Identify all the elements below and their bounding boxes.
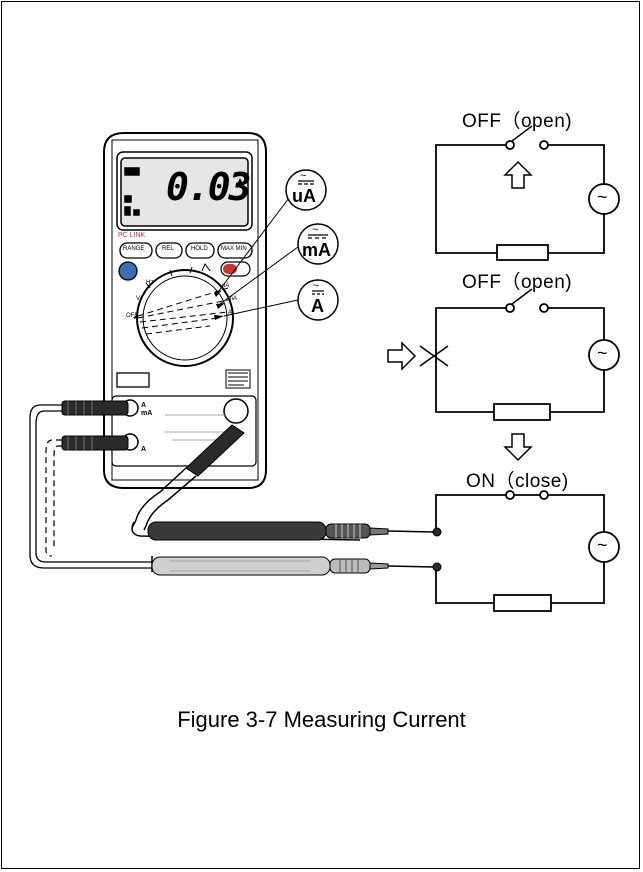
- circuit-top: [435, 125, 620, 261]
- hold-button-label: HOLD: [191, 246, 208, 252]
- multimeter: [103, 132, 267, 489]
- meter-buttons: [118, 242, 253, 281]
- resistor-top: [496, 244, 549, 261]
- test-leads: [29, 400, 435, 576]
- circuit-middle: [387, 288, 620, 462]
- dial-off-label: OFF: [126, 313, 138, 319]
- terminal-com[interactable]: [223, 398, 249, 424]
- source-top-symbol: ~: [597, 187, 608, 207]
- a-callout-label: A: [311, 296, 324, 316]
- arrow-down-icon: [503, 433, 533, 462]
- dial-ma-label: mA: [228, 296, 237, 302]
- ua-callout: [285, 169, 327, 211]
- break-cross-icon: [419, 345, 449, 367]
- ua-callout-tilde: ~: [300, 170, 307, 182]
- lcd-screen: [120, 157, 249, 227]
- arrow-right-icon: [387, 341, 417, 371]
- dial-ua-label: uA: [222, 283, 230, 289]
- source-top: [588, 183, 620, 215]
- max-min-button[interactable]: [217, 242, 253, 259]
- dial-a-label: A: [228, 310, 233, 316]
- terminal-a-label: A: [141, 402, 147, 409]
- pc-link-label: PC LINK: [118, 232, 146, 239]
- a-callout-tilde: ~: [313, 280, 320, 292]
- light-button[interactable]: [118, 261, 138, 281]
- range-button[interactable]: [119, 242, 153, 259]
- rotary-dial[interactable]: [133, 262, 234, 367]
- dial-hz-label: Hz: [146, 280, 154, 286]
- source-middle-symbol: ~: [597, 343, 608, 363]
- source-bottom: [588, 531, 620, 563]
- resistor-bottom: [493, 594, 552, 612]
- hold-button[interactable]: [185, 242, 215, 259]
- resistor-middle: [493, 403, 551, 421]
- ua-callout-label: uA: [292, 186, 316, 206]
- dial-v-label: V: [136, 296, 141, 302]
- circuit-bottom: [432, 490, 620, 612]
- circuit-bottom-state: ON（close): [466, 471, 569, 492]
- source-middle: [588, 339, 620, 371]
- terminal-ma-label: mA: [141, 410, 153, 417]
- ma-callout: [297, 223, 339, 265]
- ma-callout-label: mA: [302, 240, 332, 260]
- source-bottom-symbol: ~: [597, 535, 608, 555]
- circuit-top-state: OFF（open): [462, 111, 573, 132]
- range-button-label: RANGE: [123, 246, 145, 252]
- rel-button-label: REL: [162, 246, 174, 252]
- arrow-up-icon: [503, 160, 533, 189]
- a-callout: [297, 279, 339, 321]
- figure-caption: Figure 3-7 Measuring Current: [177, 707, 466, 732]
- callouts: [217, 169, 339, 321]
- ma-callout-tilde: ~: [312, 224, 319, 236]
- max-min-button-label: MAX MIN: [221, 246, 247, 252]
- circuit-middle-state: OFF（open): [462, 272, 573, 293]
- terminal-bottom-label: A: [141, 446, 147, 453]
- meter-display-value: 0.03: [166, 165, 252, 209]
- rel-button[interactable]: [155, 242, 183, 259]
